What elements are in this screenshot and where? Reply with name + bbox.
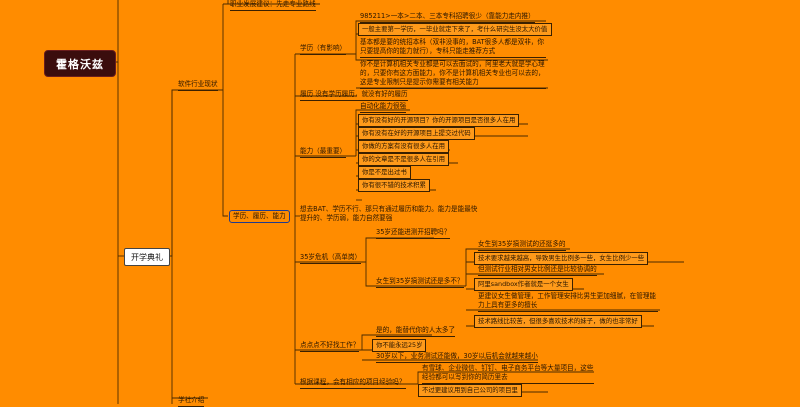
ability-item[interactable]: 你做的方案有没有很多人在用	[358, 140, 450, 153]
course-project-node[interactable]: 根据课程，会有相应的项目经验吗？	[300, 378, 406, 389]
ability-item[interactable]: 你的文章是不是很多人在引用	[358, 153, 450, 166]
main-topic-node[interactable]: 开学典礼	[124, 248, 170, 266]
education-resume-ability-node[interactable]: 学历、履历、能力	[229, 210, 290, 223]
course-answer[interactable]: 有雪球、企业微信、钉钉、电子商务平台等大量项目，这些经验都可以写到你的简历里去	[422, 364, 594, 384]
root-node[interactable]: 霍格沃兹	[44, 50, 116, 77]
edu-item[interactable]: 一般主要第一学历，一毕业就定下来了，考什么研究生没太大价值	[358, 23, 552, 36]
crisis-answer[interactable]: 但测试行业相对男女比例还是比较协调的	[478, 265, 597, 276]
education-node[interactable]: 学历（有影响）	[300, 44, 347, 55]
edu-item[interactable]: 985211>一本>二本、三本专科招聘很少（靠能力走内推）	[360, 12, 535, 23]
crisis-answer[interactable]: 更建议女生做管理，工作管理安排比男生更加细腻，在管理能力上具有更多的擅长	[478, 292, 658, 312]
ability-node[interactable]: 能力（最重要）	[300, 147, 347, 158]
edu-item[interactable]: 基本都是要的统招本科（双非没事的，BAT很多人都是双非，你只要提高你的能力就行）…	[360, 38, 546, 58]
course-answer[interactable]: 不过更建议用到自己公司的项目里	[418, 384, 522, 397]
job-answer[interactable]: 你不能永远25岁	[372, 339, 427, 352]
resume-node[interactable]: 履历 没有学历履历，就没有好的履历	[300, 90, 408, 101]
edu-item[interactable]: 你不是计算机相关专业都是可以去面试的，阿里老大就是学心理的，只要你有这方面能力，…	[360, 60, 546, 89]
ability-item[interactable]: 你有没有在好的开源项目上提交过代码	[358, 127, 475, 140]
school-intro-node[interactable]: 学社介绍	[178, 396, 205, 407]
ability-item[interactable]: 你有很不错的技术积累	[358, 179, 430, 192]
crisis-answer[interactable]: 技术路线比较苦，但很多喜欢技术的妹子，做的也非常好	[474, 315, 642, 328]
ability-item[interactable]: 自动化能力很强	[360, 102, 407, 113]
crisis-answer[interactable]: 技术要求越来越高，导致男生比例多一些，女生比例少一些	[474, 252, 649, 265]
career-advice-node[interactable]: 职业发展建议：先走专业路线	[230, 0, 316, 11]
ability-item[interactable]: 你有没有好的开源项目？你的开源项目是否很多人在用	[358, 114, 520, 127]
ability-item[interactable]: 你是不是出过书	[358, 166, 411, 179]
job-finding-node[interactable]: 点点点不好找工作？	[300, 341, 360, 352]
crisis-question[interactable]: 女生到35岁搞测试还是多不？	[376, 277, 464, 288]
crisis-answer[interactable]: 女生到35岁搞测试的还挺多的	[478, 240, 566, 251]
software-industry-node[interactable]: 软件行业现状	[178, 80, 218, 91]
job-answer[interactable]: 30岁以下，业务测试还能做，30岁以后机会就越来越小	[376, 352, 538, 363]
crisis-question[interactable]: 35岁还能进测开招聘吗？	[376, 228, 451, 239]
age-crisis-node[interactable]: 35岁危机（高单岗）	[300, 253, 362, 264]
bat-note[interactable]: 想去BAT、学历不行、那只有通过履历和能力。能力是能最快提升的、学历弱，能力自然…	[300, 205, 478, 222]
job-answer[interactable]: 是的，能替代你的人太多了	[376, 326, 456, 337]
crisis-answer[interactable]: 阿里sandbox作者就是一个女生	[474, 278, 573, 291]
